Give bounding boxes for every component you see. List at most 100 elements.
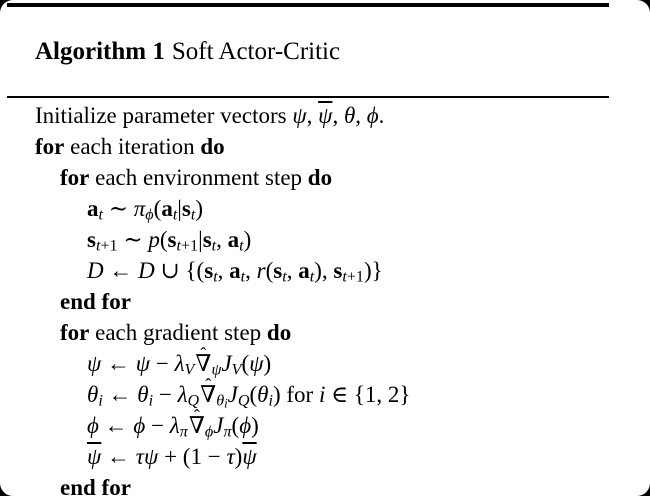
- text-run: ϕ: [204, 423, 214, 441]
- text-run: J: [213, 413, 224, 438]
- text-run: V: [231, 361, 242, 379]
- top-rule: [7, 3, 609, 7]
- text-run: s: [273, 258, 283, 283]
- algorithm-line: Initialize parameter vectors ψ, ψ, θ, ϕ.: [0, 100, 650, 131]
- text-run: +1: [100, 237, 118, 255]
- text-run: ): [195, 196, 204, 221]
- algorithm-line: at ∼ πϕ(at|st): [0, 193, 650, 224]
- text-run: ψ: [135, 351, 151, 376]
- text-run: ) for: [272, 382, 319, 407]
- text-run: ψ: [292, 103, 307, 128]
- algorithm-body: Initialize parameter vectors ψ, ψ, θ, ϕ.…: [0, 98, 650, 496]
- algorithm-title: Soft Actor-Critic: [171, 38, 341, 65]
- text-run: t: [342, 268, 347, 286]
- text-run: ∼: [102, 196, 134, 221]
- text-run: ,: [306, 103, 319, 128]
- text-run: i: [148, 392, 154, 410]
- text-run: ,: [217, 258, 230, 283]
- text-run: s: [87, 227, 96, 252]
- text-run: t: [213, 268, 218, 286]
- algorithm-line: end for: [0, 472, 650, 496]
- text-run: J: [227, 382, 238, 407]
- algorithm-line: for each iteration do: [0, 131, 650, 162]
- text-run: θ: [257, 382, 269, 407]
- text-run: i: [268, 392, 273, 410]
- text-run: ): [251, 413, 259, 438]
- text-run: V: [184, 361, 195, 379]
- text-run: −: [145, 413, 170, 438]
- algorithm-line: for each environment step do: [0, 162, 650, 193]
- text-run: D: [138, 258, 155, 283]
- keyword: end for: [60, 475, 131, 496]
- text-run: ϕ: [145, 206, 154, 224]
- text-run: (: [231, 413, 240, 438]
- text-run: a: [227, 227, 240, 252]
- text-run: t: [282, 268, 287, 286]
- keyword: for: [60, 320, 90, 345]
- text-run: t: [309, 268, 315, 286]
- text-run: ∪ {(: [154, 258, 205, 283]
- algorithm-line: ψ ← ψ − λV∇ψJV(ψ): [0, 348, 650, 379]
- text-run: a: [229, 258, 241, 283]
- text-run: ,: [245, 258, 257, 283]
- keyword: do: [200, 134, 225, 159]
- text-run: ),: [314, 258, 334, 283]
- text-run: ∈ {1, 2}: [325, 382, 411, 407]
- text-run: ψ: [87, 351, 102, 376]
- algorithm-line: st+1 ∼ p(st+1|st, at): [0, 224, 650, 255]
- text-run: ψ: [242, 444, 257, 469]
- text-run: s: [202, 227, 212, 252]
- text-run: i: [224, 396, 228, 411]
- text-run: ←: [98, 413, 134, 438]
- text-run: ϕ: [239, 413, 252, 438]
- text-run: (: [241, 351, 250, 376]
- text-run: ←: [101, 351, 136, 376]
- text-run: a: [87, 196, 99, 221]
- text-run: ∇: [189, 410, 205, 441]
- text-run: s: [204, 258, 214, 283]
- text-run: a: [298, 258, 310, 283]
- text-run: −: [153, 382, 178, 407]
- text-run: i: [318, 382, 326, 407]
- text-run: λ: [174, 351, 185, 376]
- text-run: s: [167, 227, 177, 252]
- algorithm-line: end for: [0, 286, 650, 317]
- keyword: for: [60, 165, 90, 190]
- text-run: Initialize parameter vectors: [35, 103, 293, 128]
- algorithm-line: ϕ ← ϕ − λπ∇ϕJπ(ϕ): [0, 410, 650, 441]
- text-run: ϕ: [366, 103, 379, 128]
- text-run: ψ: [87, 444, 102, 469]
- algorithm-line: θi ← θi − λQ∇θiJQ(θi) for i ∈ {1, 2}: [0, 379, 650, 411]
- text-run: J: [221, 351, 232, 376]
- text-run: .: [378, 103, 385, 128]
- text-run: −: [150, 351, 175, 376]
- algorithm-number: Algorithm 1: [35, 38, 165, 65]
- text-run: ): [234, 444, 243, 469]
- text-run: |: [198, 227, 203, 252]
- text-run: t: [95, 237, 101, 255]
- text-run: ): [243, 227, 252, 252]
- algorithm-line: for each gradient step do: [0, 317, 650, 348]
- text-run: s: [181, 196, 191, 221]
- text-run: ,: [286, 258, 299, 283]
- text-run: D: [87, 258, 104, 283]
- text-run: (: [249, 382, 258, 407]
- text-run: π: [223, 423, 232, 441]
- text-run: )}: [363, 258, 383, 283]
- text-run: ,: [355, 103, 367, 128]
- text-run: θ: [137, 382, 149, 407]
- header-rule: [7, 96, 609, 98]
- text-run: + (1 −: [158, 444, 227, 469]
- text-run: ,: [332, 103, 344, 128]
- text-run: t: [211, 237, 217, 255]
- text-run: p: [148, 227, 160, 252]
- text-run: ϕ: [87, 413, 99, 438]
- text-run: π: [179, 423, 188, 441]
- text-run: |: [177, 196, 182, 221]
- text-run: ∇: [200, 379, 216, 410]
- text-run: τψ: [135, 444, 159, 469]
- text-run: a: [161, 196, 173, 221]
- text-run: t: [176, 237, 181, 255]
- text-run: i: [98, 392, 103, 410]
- text-run: each iteration: [64, 134, 201, 159]
